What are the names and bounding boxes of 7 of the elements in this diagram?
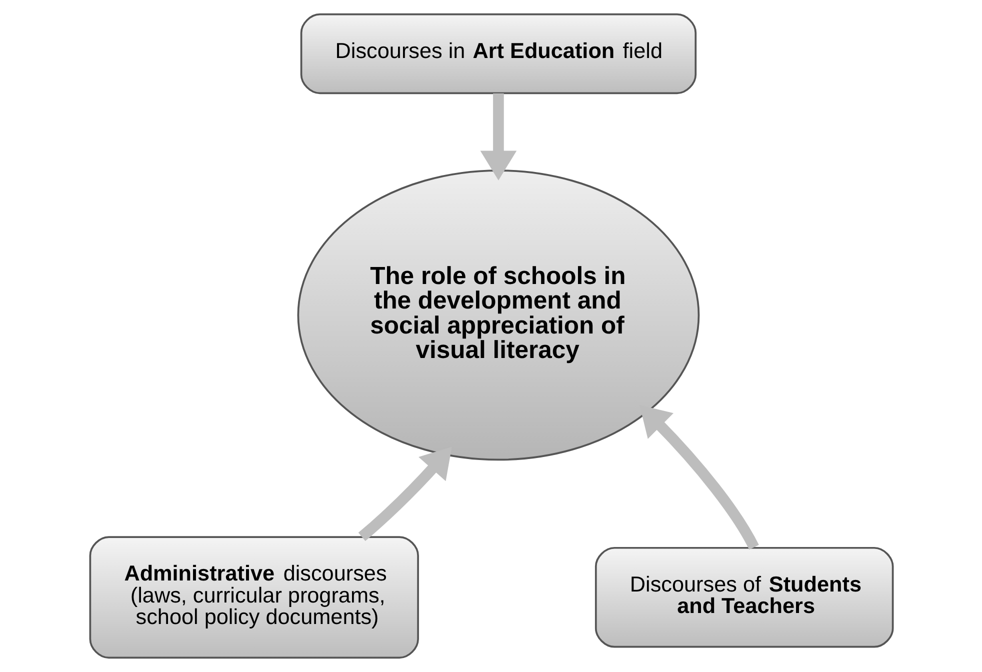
node-box: Discourses of Students and Teachers	[594, 546, 894, 648]
arrow	[639, 405, 758, 550]
node-box: Administrative discourses (laws, curricular programs, school policy documents)	[88, 536, 418, 659]
node-ellipse: The role of schools in the development and social appreciation of visual literacy	[296, 170, 700, 461]
arrow	[358, 446, 452, 541]
arrow	[480, 93, 516, 180]
node-box: Discourses in Art Education field	[300, 13, 696, 94]
